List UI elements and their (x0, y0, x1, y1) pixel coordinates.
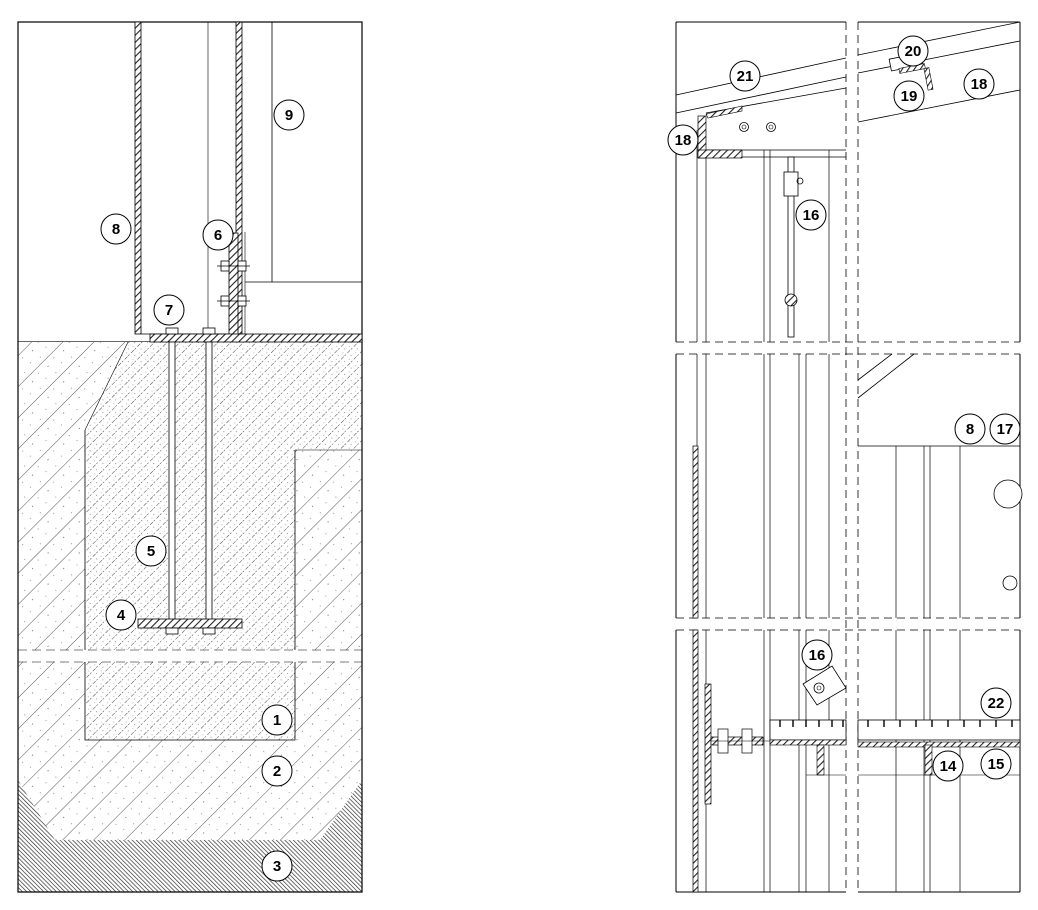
callout-label: 2 (273, 763, 281, 780)
callout-label: 4 (117, 607, 126, 624)
callout-circle (100, 213, 132, 245)
callout-circle (261, 755, 293, 787)
callout-label: 16 (803, 207, 820, 224)
callout-label: 19 (901, 88, 918, 105)
callout-18: 18 (963, 68, 995, 100)
callout-9: 9 (273, 99, 305, 131)
callout-group: 1 2 3 4 5 6 7 8 9 21 18 20 19 18 16 8 17 16 22 15 14 (100, 35, 1021, 882)
callout-2: 2 (261, 755, 293, 787)
callout-14: 14 (932, 750, 964, 782)
callout-17: 17 (989, 413, 1021, 445)
callout-circle (202, 219, 234, 251)
callout-6: 6 (202, 219, 234, 251)
callout-label: 16 (809, 647, 826, 664)
callout-label: 3 (273, 858, 281, 875)
callout-label: 7 (165, 302, 173, 319)
callout-4: 4 (105, 599, 137, 631)
callout-circle (261, 704, 293, 736)
callout-22: 22 (980, 687, 1012, 719)
foundation-detail (17, 21, 363, 893)
callout-circle (261, 850, 293, 882)
callout-circle (897, 35, 929, 67)
callout-circle (932, 750, 964, 782)
callout-16: 16 (801, 639, 833, 671)
callout-21: 21 (729, 60, 761, 92)
callout-label: 8 (966, 421, 974, 438)
callout-circle (980, 748, 1012, 780)
callout-label: 18 (971, 76, 988, 93)
callout-label: 5 (147, 543, 155, 560)
callout-1: 1 (261, 704, 293, 736)
callout-label: 21 (737, 68, 754, 85)
callout-18: 18 (667, 124, 699, 156)
callout-label: 20 (905, 43, 922, 60)
callout-16: 16 (795, 199, 827, 231)
callout-7: 7 (153, 294, 185, 326)
callout-label: 22 (988, 695, 1005, 712)
callout-circle (729, 60, 761, 92)
callout-3: 3 (261, 850, 293, 882)
callout-circle (893, 80, 925, 112)
truss-detail (675, 21, 1023, 893)
bolt-group (217, 260, 250, 307)
callout-label: 1 (273, 712, 281, 729)
callout-label: 18 (675, 132, 692, 149)
callout-label: 9 (285, 107, 293, 124)
callout-circle (801, 639, 833, 671)
callout-circle (963, 68, 995, 100)
callout-circle (135, 535, 167, 567)
callout-8: 8 (100, 213, 132, 245)
callout-5: 5 (135, 535, 167, 567)
callout-circle (105, 599, 137, 631)
callout-19: 19 (893, 80, 925, 112)
callout-20: 20 (897, 35, 929, 67)
callout-circle (273, 99, 305, 131)
callout-circle (795, 199, 827, 231)
callout-label: 6 (214, 227, 222, 244)
callout-circle (667, 124, 699, 156)
callout-label: 14 (940, 758, 957, 775)
callout-circle (954, 413, 986, 445)
callout-8: 8 (954, 413, 986, 445)
callout-circle (989, 413, 1021, 445)
callout-label: 15 (988, 756, 1005, 773)
callout-circle (980, 687, 1012, 719)
foundation-block (85, 342, 362, 740)
callout-15: 15 (980, 748, 1012, 780)
callout-label: 8 (112, 221, 120, 238)
callout-label: 17 (997, 421, 1014, 438)
callout-circle (153, 294, 185, 326)
